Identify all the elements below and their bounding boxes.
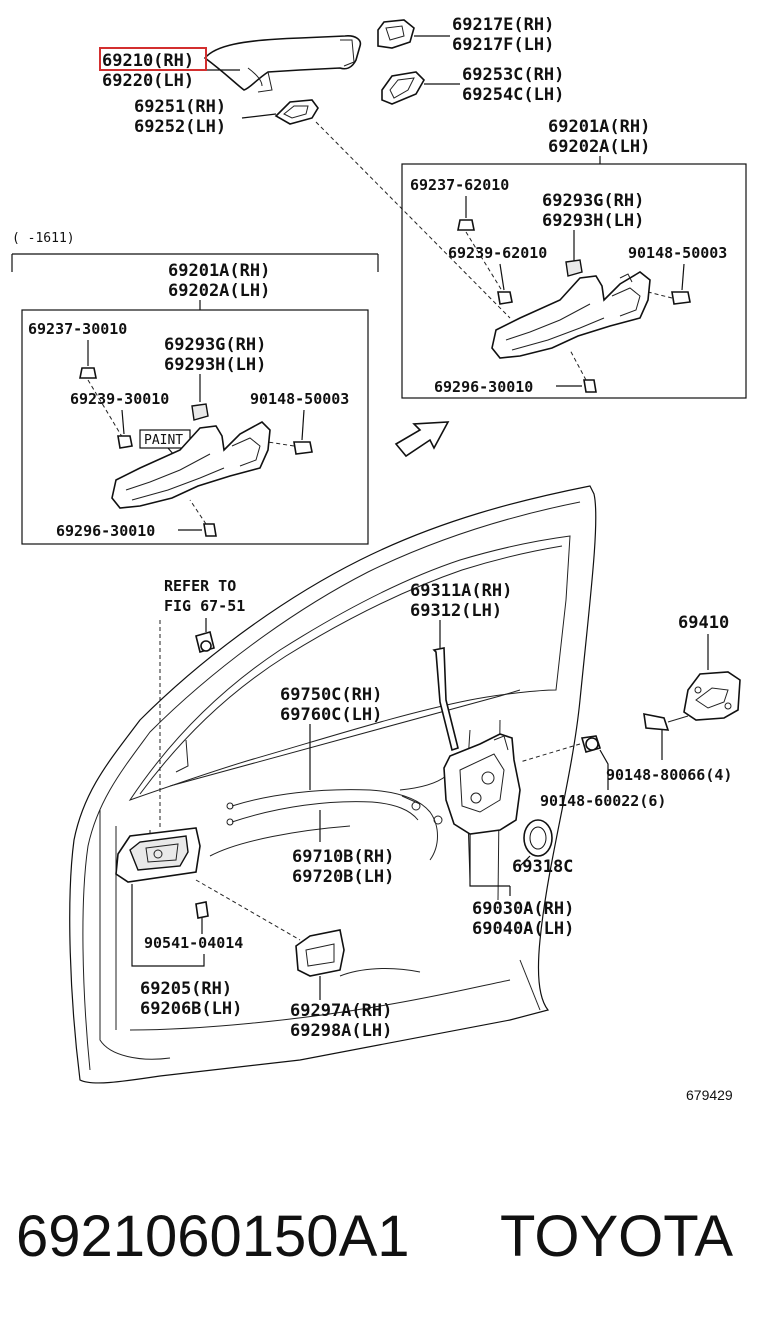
pad-lh-label: 69254C(LH)	[462, 85, 564, 105]
right-screw-top-label: 69237-62010	[410, 176, 509, 194]
footer-part-number: 6921060150A1	[16, 1204, 410, 1269]
left-detail-box	[21, 309, 369, 545]
screw-c-label: 90541-04014	[144, 934, 243, 952]
left-screw-bottom-part	[203, 523, 217, 537]
cover-rh-label: 69217E(RH)	[452, 15, 554, 35]
left-bolt-label: 90148-50003	[250, 390, 349, 408]
drawing-number: 679429	[686, 1087, 733, 1103]
striker-part	[683, 671, 741, 721]
pad-rh-label: 69253C(RH)	[462, 65, 564, 85]
left-cover-h-label: 69293H(LH)	[164, 355, 266, 375]
handle-pad-part	[381, 71, 425, 105]
inner-rh-label: 69205(RH)	[140, 979, 232, 999]
highlight-box	[99, 47, 207, 71]
refer-bolt-part	[195, 631, 215, 653]
left-washer-part	[117, 435, 133, 449]
right-screw-bottom-label: 69296-30010	[434, 378, 533, 396]
bezel-rh-label: 69297A(RH)	[290, 1001, 392, 1021]
handle-lh-label: 69220(LH)	[102, 71, 194, 91]
right-cover-h-label: 69293H(LH)	[542, 211, 644, 231]
refer-line2: FIG 67-51	[164, 597, 245, 615]
bezel-part	[295, 929, 345, 977]
cable-b-rh-label: 69710B(RH)	[292, 847, 394, 867]
left-handle-frame-part	[111, 421, 271, 509]
outside-handle-part	[203, 35, 362, 93]
rod-lh-label: 69312(LH)	[410, 601, 502, 621]
right-frame-rh-label: 69201A(RH)	[548, 117, 650, 137]
refer-line1: REFER TO	[164, 577, 236, 595]
direction-arrow	[394, 421, 450, 458]
handle-gasket-part	[274, 99, 319, 125]
screw-b-label: 90148-60022(6)	[540, 792, 666, 810]
lock-rh-label: 69030A(RH)	[472, 899, 574, 919]
pad2-rh-label: 69251(RH)	[134, 97, 226, 117]
cable-c-lh-label: 69760C(LH)	[280, 705, 382, 725]
left-cover-g-label: 69293G(RH)	[164, 335, 266, 355]
striker-screw-part	[643, 712, 689, 731]
left-range-label: ( -1611)	[12, 231, 75, 246]
striker-label: 69410	[678, 613, 729, 633]
lock-screw-part	[580, 735, 602, 753]
footer-brand: TOYOTA	[500, 1204, 733, 1269]
right-bolt-part	[671, 291, 691, 305]
bezel-lh-label: 69298A(LH)	[290, 1021, 392, 1041]
handle-cover-part	[377, 19, 415, 49]
lock-rod-part	[432, 647, 459, 752]
right-bolt-label: 90148-50003	[628, 244, 727, 262]
svg-text:PAINT: PAINT	[144, 433, 183, 448]
cover-lh-label: 69217F(LH)	[452, 35, 554, 55]
rod-rh-label: 69311A(RH)	[410, 581, 512, 601]
cable-b-lh-label: 69720B(LH)	[292, 867, 394, 887]
screw-a-label: 90148-80066(4)	[606, 766, 732, 784]
door-lock-part	[443, 733, 521, 835]
right-cover-g-label: 69293G(RH)	[542, 191, 644, 211]
inner-handle-screw-part	[195, 901, 209, 919]
pad2-lh-label: 69252(LH)	[134, 117, 226, 137]
right-detail-box	[401, 163, 747, 399]
seal-part	[523, 819, 553, 857]
lock-lh-label: 69040A(LH)	[472, 919, 574, 939]
left-frame-rh-label: 69201A(RH)	[168, 261, 270, 281]
right-handle-frame-part	[491, 259, 651, 359]
right-washer-part	[497, 291, 513, 305]
right-screw-top-part	[457, 219, 475, 231]
left-screw-bottom-label: 69296-30010	[56, 522, 155, 540]
handle-rh-label: 69210(RH)	[102, 51, 194, 71]
left-screw-top-label: 69237-30010	[28, 320, 127, 338]
left-bolt-part	[293, 441, 313, 455]
right-washer-label: 69239-62010	[448, 244, 547, 262]
door-cables	[209, 775, 447, 861]
seal-label: 69318C	[512, 857, 573, 877]
left-frame-lh-label: 69202A(LH)	[168, 281, 270, 301]
left-screw-top-part	[79, 367, 97, 379]
right-frame-lh-label: 69202A(LH)	[548, 137, 650, 157]
cable-c-rh-label: 69750C(RH)	[280, 685, 382, 705]
inner-handle-part	[115, 827, 201, 883]
left-paint-tag: PAINT	[139, 429, 191, 449]
left-washer-label: 69239-30010	[70, 390, 169, 408]
left-cover-part	[191, 403, 209, 421]
inner-lh-label: 69206B(LH)	[140, 999, 242, 1019]
right-screw-bottom-part	[583, 379, 597, 393]
